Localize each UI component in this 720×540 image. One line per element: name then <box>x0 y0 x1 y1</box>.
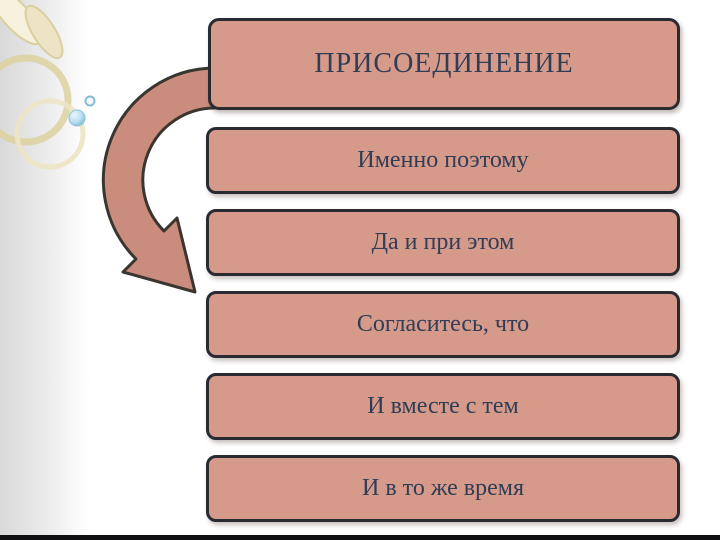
phrase-text: Согласитесь, что <box>356 311 530 337</box>
leaf-icon <box>0 0 64 60</box>
ring-icon <box>14 98 86 170</box>
phrase-box: Именно поэтому <box>206 127 680 194</box>
left-decor-strip <box>0 0 92 540</box>
phrase-text: Да и при этом <box>371 229 515 255</box>
phrase-text: Именно поэтому <box>357 147 529 173</box>
phrase-box: И в то же время <box>206 455 680 522</box>
curved-arrow <box>101 66 217 294</box>
title-box: ПРИСОЕДИНЕНИЕ <box>208 18 680 110</box>
corner-decoration <box>0 0 96 170</box>
small-circle-icon <box>84 95 96 107</box>
ring-icon <box>0 54 72 146</box>
phrase-text: И вместе с тем <box>367 393 519 419</box>
page-title: ПРИСОЕДИНЕНИЕ <box>314 48 574 79</box>
curved-arrow-shape <box>101 66 217 294</box>
phrase-box: Согласитесь, что <box>206 291 680 358</box>
phrase-box: Да и при этом <box>206 209 680 276</box>
sphere-icon <box>68 109 86 127</box>
phrase-box: И вместе с тем <box>206 373 680 440</box>
bottom-edge-bar <box>0 535 720 540</box>
phrase-text: И в то же время <box>362 475 524 501</box>
